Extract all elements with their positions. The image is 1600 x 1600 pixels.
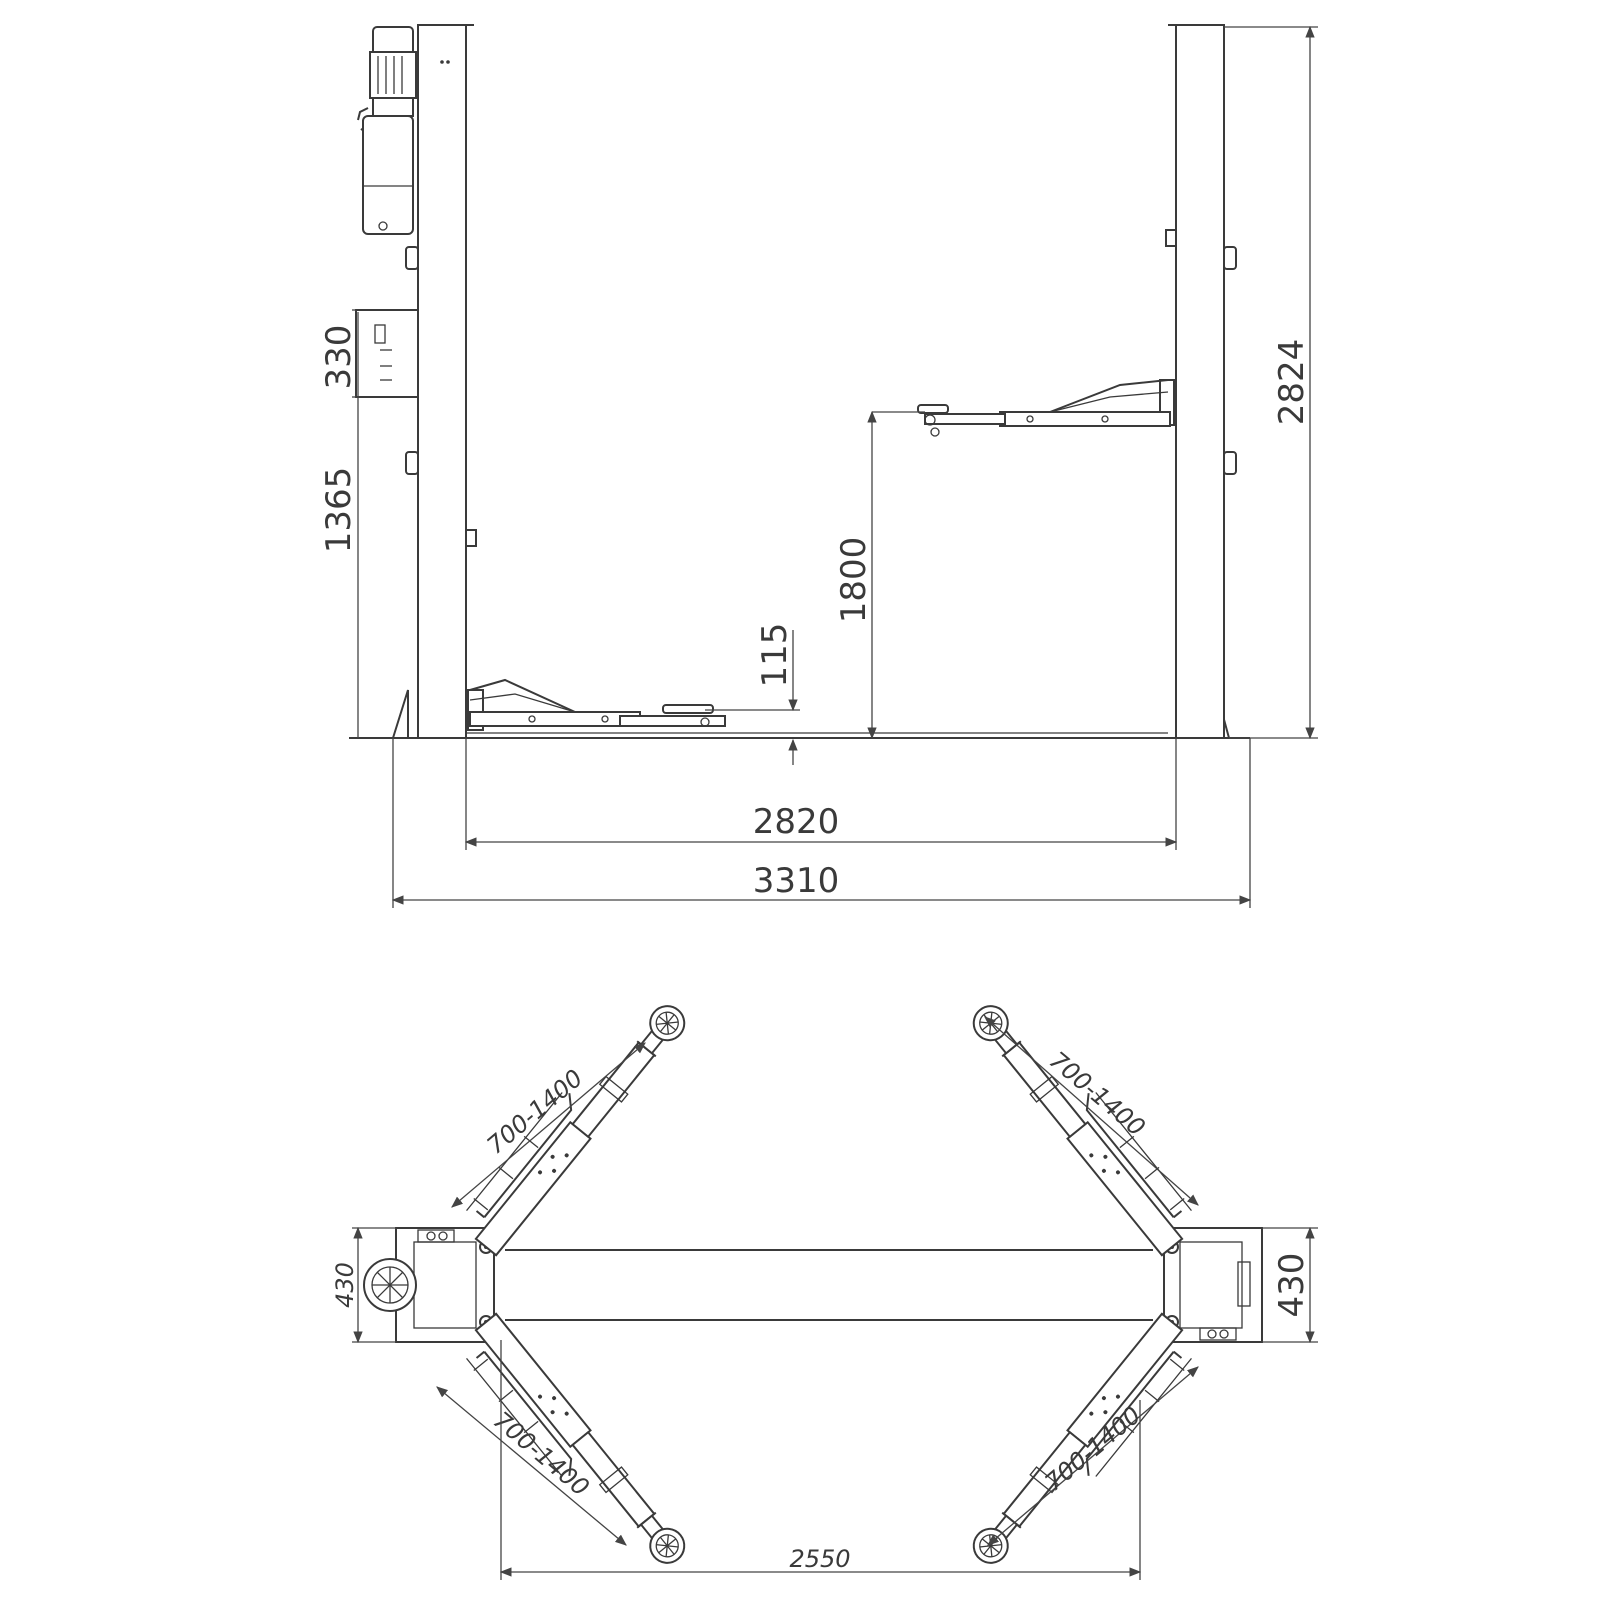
arm-bottom-left: [455, 1311, 691, 1584]
dimension-left-column-depth: 430: [331, 1226, 396, 1344]
dimension-right-column-depth: 430: [1262, 1226, 1318, 1344]
floor-plate: [505, 1249, 1153, 1321]
plan-view: 430 430 700-1400 700-1400 700-1400 700-1…: [331, 985, 1318, 1584]
dimension-inner-width: 2820: [464, 738, 1178, 850]
dim-left-column-depth-label: 430: [331, 1262, 359, 1308]
raised-lift-arm: [917, 379, 1175, 437]
dimension-min-height: 115: [705, 623, 800, 765]
dimension-arm-bottom-right: 700-1400: [987, 1366, 1199, 1546]
dim-min-height-label: 115: [755, 623, 795, 688]
arm-top-right: [967, 985, 1203, 1258]
left-column-base: [363, 1227, 495, 1343]
dim-overall-height-label: 2824: [1272, 339, 1312, 426]
dim-overall-width-label: 3310: [753, 861, 840, 901]
dimension-control-box: 330 1365: [319, 309, 359, 738]
dimension-arm-spread: 2550: [499, 1340, 1142, 1580]
control-box: [355, 309, 419, 398]
lowered-lift-arm: [467, 678, 726, 731]
dim-lift-height-label: 1800: [834, 537, 874, 624]
front-view: 2824 330 1365 1800 115: [319, 24, 1318, 908]
right-column-base: [1163, 1227, 1263, 1343]
right-column: [1165, 24, 1237, 739]
dim-pad-base-label: 1365: [319, 467, 359, 554]
dimension-overall-width: 3310: [391, 738, 1252, 908]
dimension-arm-top-right: 700-1400: [984, 1016, 1199, 1206]
arm-top-left: [455, 985, 691, 1258]
power-unit: [357, 26, 417, 235]
left-column: [405, 24, 477, 739]
dim-arm-spread-label: 2550: [789, 1545, 850, 1573]
dim-inner-width-label: 2820: [753, 802, 840, 842]
dimension-overall-height: 2824: [1224, 25, 1318, 740]
dim-pad-height-label: 330: [319, 325, 359, 390]
dimension-lift-height: 1800: [834, 410, 925, 740]
dim-right-column-depth-label: 430: [1272, 1253, 1312, 1318]
